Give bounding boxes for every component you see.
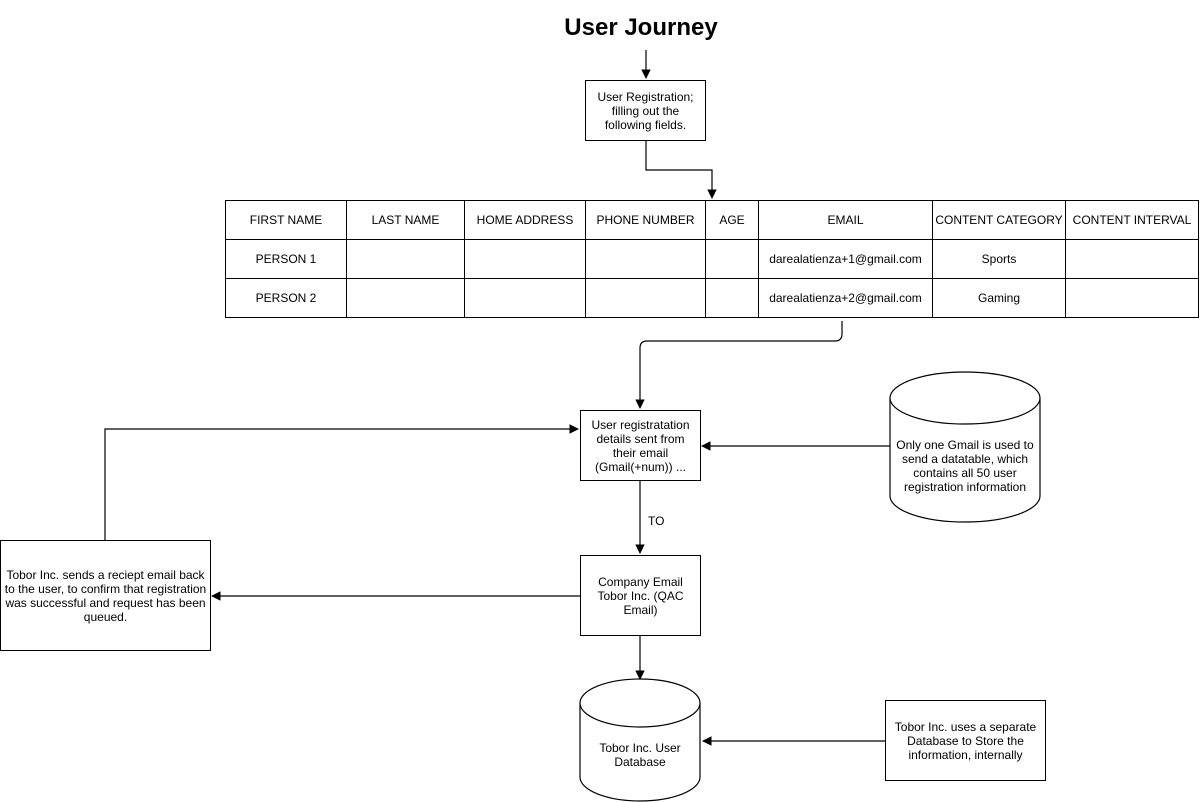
table-cell: Gaming	[932, 278, 1066, 318]
receipt-email-box: Tobor Inc. sends a reciept email back to…	[0, 540, 211, 651]
table-header-cell: HOME ADDRESS	[464, 200, 586, 240]
table-cell: darealatienza+2@gmail.com	[758, 278, 933, 318]
table-cell	[464, 278, 586, 318]
registration-box: User Registration; filling out the follo…	[585, 80, 706, 141]
table-header-cell: PHONE NUMBER	[585, 200, 706, 240]
arrow-receipt-to-details	[104, 424, 579, 540]
diagram-title: User Journey	[564, 14, 718, 41]
receipt-email-text: Tobor Inc. sends a reciept email back to…	[4, 567, 207, 624]
arrow-registration-to-table	[645, 141, 717, 199]
table-row: PERSON 1 darealatienza+1@gmail.com Sport…	[225, 239, 1199, 279]
table-header-cell: CONTENT INTERVAL	[1065, 200, 1199, 240]
registration-fields-table: FIRST NAME LAST NAME HOME ADDRESS PHONE …	[225, 200, 1199, 318]
table-cell	[1065, 239, 1199, 279]
table-cell	[705, 278, 759, 318]
table-header-cell: AGE	[705, 200, 759, 240]
table-cell	[585, 239, 706, 279]
gmail-cylinder-text: Only one Gmail is used to send a datatab…	[896, 438, 1034, 494]
table-header-cell: EMAIL	[758, 200, 933, 240]
company-email-text: Company Email Tobor Inc. (QAC Email)	[597, 574, 684, 617]
to-label: TO	[648, 514, 665, 528]
table-cell: darealatienza+1@gmail.com	[758, 239, 933, 279]
table-cell	[705, 239, 759, 279]
registration-box-text: User Registration; filling out the follo…	[597, 89, 694, 132]
database-cylinder-shape	[579, 678, 701, 802]
arrow-table-to-details	[635, 321, 843, 409]
table-header-cell: FIRST NAME	[225, 200, 347, 240]
table-cell: PERSON 1	[225, 239, 347, 279]
gmail-cylinder-shape	[889, 371, 1041, 523]
company-email-box: Company Email Tobor Inc. (QAC Email)	[580, 555, 701, 636]
table-header-cell: CONTENT CATEGORY	[932, 200, 1066, 240]
details-box: User registratation details sent from th…	[580, 410, 701, 481]
table-row: PERSON 2 darealatienza+2@gmail.com Gamin…	[225, 278, 1199, 318]
table-cell	[346, 239, 465, 279]
separate-database-text: Tobor Inc. uses a separate Database to S…	[894, 719, 1037, 762]
separate-database-box: Tobor Inc. uses a separate Database to S…	[885, 700, 1046, 781]
table-header-cell: LAST NAME	[346, 200, 465, 240]
table-cell	[585, 278, 706, 318]
table-header-row: FIRST NAME LAST NAME HOME ADDRESS PHONE …	[225, 200, 1199, 240]
table-cell	[1065, 278, 1199, 318]
database-cylinder-text: Tobor Inc. User Database	[599, 741, 681, 769]
table-cell: Sports	[932, 239, 1066, 279]
table-cell	[464, 239, 586, 279]
table-cell	[346, 278, 465, 318]
table-cell: PERSON 2	[225, 278, 347, 318]
details-box-text: User registratation details sent from th…	[591, 417, 690, 474]
